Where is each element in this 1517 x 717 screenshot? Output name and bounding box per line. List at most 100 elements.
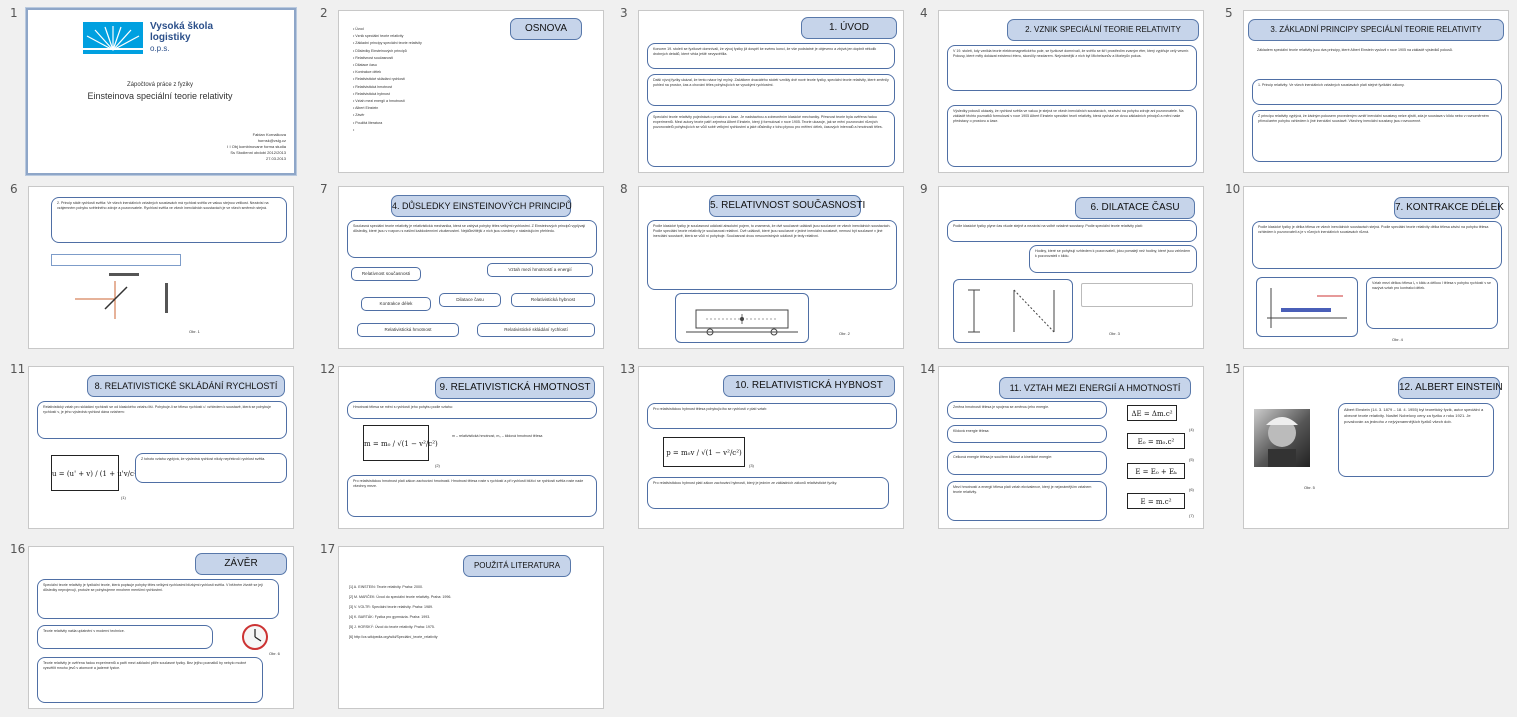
slide-canvas: 4. DŮSLEDKY EINSTEINOVÝCH PRINCIPŮ Souča… — [338, 186, 604, 349]
slide-thumb-8[interactable]: 8 5. RELATIVNOST SOUČASNOSTI Podle klasi… — [620, 182, 904, 350]
slide-canvas: Vysoká škola logistiky o.p.s. Zápočtová … — [25, 7, 297, 176]
text-box: Podle klasické fyziky je současnost udál… — [647, 220, 897, 290]
consequence-chip: Vztah mezi hmotností a energií — [487, 263, 593, 277]
portrait-photo — [1254, 409, 1310, 467]
slide-title: 11. VZTAH MEZI ENERGIÍ A HMOTNOSTÍ — [999, 377, 1191, 399]
consequence-chip: Kontrakce délek — [361, 297, 431, 311]
train-car-icon — [686, 309, 798, 336]
total-energy-formula: E = E₀ + Eₖ — [1127, 463, 1185, 479]
slide-canvas: 11. VZTAH MEZI ENERGIÍ A HMOTNOSTÍ Změna… — [938, 366, 1204, 529]
energy-mass-delta-formula: ΔE = Δm.c² — [1127, 405, 1177, 421]
slide-thumb-15[interactable]: 15 12. ALBERT EINSTEIN Albert Einstein (… — [1225, 362, 1509, 530]
clock-diagram — [953, 279, 1073, 343]
slide-thumb-17[interactable]: 17 POUŽITÁ LITERATURA [1] A. EINSTEIN: T… — [320, 542, 604, 710]
light-clock-icon — [968, 289, 1055, 333]
slide-number: 11 — [10, 362, 26, 376]
text-box: Podle klasické fyziky je délka tělesa ve… — [1252, 221, 1502, 269]
slide-canvas: 6. DILATACE ČASU Podle klasické fyziky p… — [938, 186, 1204, 349]
slide-canvas: 2. Princip stálé rychlosti světla: Ve vš… — [28, 186, 294, 349]
velocity-formula: u = (u' + v) / (1 + u'v/c²) — [51, 455, 140, 491]
rest-energy-formula: E₀ = m₀.c² — [1127, 433, 1185, 449]
slide-thumb-10[interactable]: 10 7. KONTRAKCE DÉLEK Podle klasické fyz… — [1225, 182, 1509, 350]
mirror-diagram-icon — [75, 273, 168, 319]
text-box: Současná speciální teorie relativity je … — [347, 220, 597, 258]
slide-number: 12 — [320, 362, 336, 376]
slide-thumb-5[interactable]: 5 3. ZÁKLADNÍ PRINCIPY SPECIÁLNÍ TEORIE … — [1225, 6, 1509, 174]
equation-number: (6) — [1189, 487, 1194, 492]
slide-thumb-7[interactable]: 7 4. DŮSLEDKY EINSTEINOVÝCH PRINCIPŮ Sou… — [320, 182, 604, 350]
slide-thumb-13[interactable]: 13 10. RELATIVISTICKÁ HYBNOST Pro relati… — [620, 362, 904, 530]
slide-thumb-11[interactable]: 11 8. RELATIVISTICKÉ SKLÁDÁNÍ RYCHLOSTÍ … — [10, 362, 294, 530]
contraction-diagram — [1256, 277, 1358, 337]
slide-number: 15 — [1225, 362, 1241, 376]
slide-number: 6 — [10, 182, 18, 196]
slide-number: 7 — [320, 182, 328, 196]
consequence-chip: Relativistické skládání rychlostí — [477, 323, 595, 337]
slide-thumb-9[interactable]: 9 6. DILATACE ČASU Podle klasické fyziky… — [920, 182, 1204, 350]
slide-thumb-4[interactable]: 4 2. VZNIK SPECIÁLNÍ TEORIE RELATIVITY V… — [920, 6, 1204, 174]
text-box: Hmotnost tělesa se mění s rychlostí jeho… — [347, 401, 597, 419]
slide-number: 9 — [920, 182, 928, 196]
slide-title: 10. RELATIVISTICKÁ HYBNOST — [723, 375, 895, 397]
slide-canvas: 2. VZNIK SPECIÁLNÍ TEORIE RELATIVITY V 1… — [938, 10, 1204, 173]
school-logo-icon — [83, 22, 143, 54]
text-box: Podle klasické fyziky plyne čas všude st… — [947, 220, 1197, 242]
consequence-chip: Relativistická hybnost — [511, 293, 595, 307]
text-box: m – relativistická hmotnost, m₀ – klidov… — [447, 431, 551, 455]
slide-thumb-2[interactable]: 2 OSNOVA Úvod Vznik speciální teorie rel… — [320, 6, 604, 174]
text-box: Pro relativistickou hmotnost platí zákon… — [347, 475, 597, 517]
slide-number: 4 — [920, 6, 928, 20]
slide-thumb-1[interactable]: 1 Vysoká škola logistiky o.p.s. Zápočtov… — [10, 6, 297, 176]
text-box: Klidová energie tělesa: — [947, 425, 1107, 443]
text-box: 2. Princip stálé rychlosti světla: Ve vš… — [51, 197, 287, 243]
slide-thumb-6[interactable]: 6 2. Princip stálé rychlosti světla: Ve … — [10, 182, 294, 350]
mass-formula: m = m₀ / √(1 − v²/c²) — [363, 425, 438, 461]
figure-caption: Obr. 4 — [1392, 337, 1403, 342]
momentum-formula: p = m₀v / √(1 − v²/c²) — [663, 437, 745, 467]
equation-number: (1) — [121, 495, 126, 500]
text-box: Albert Einstein (14. 3. 1879 – 18. 4. 19… — [1338, 403, 1494, 477]
consequence-chip: Dilatace času — [439, 293, 501, 307]
slide-number: 3 — [620, 6, 628, 20]
slide-title: 8. RELATIVISTICKÉ SKLÁDÁNÍ RYCHLOSTÍ — [87, 375, 285, 397]
einstein-portrait-icon — [1266, 417, 1298, 467]
school-name: Vysoká škola logistiky o.p.s. — [150, 21, 214, 53]
clock-icon — [242, 624, 268, 650]
slide-canvas: 9. RELATIVISTICKÁ HMOTNOST Hmotnost těle… — [338, 366, 604, 529]
slide-number: 5 — [1225, 6, 1233, 20]
consequence-chip: Relativnost současnosti — [351, 267, 421, 281]
figure-caption: Obr. 3 — [1109, 331, 1120, 336]
equation-number: (2) — [435, 463, 440, 468]
text-box: Z principu relativity vyplývá, že žádným… — [1252, 110, 1502, 162]
slide-canvas: ZÁVĚR Speciální teorie relativity je fyz… — [28, 546, 294, 709]
slide-title: 5. RELATIVNOST SOUČASNOSTI — [709, 195, 865, 217]
train-diagram — [675, 293, 809, 343]
text-box: Vztah mezi délkou tělesa l₀ v klidu a dé… — [1366, 277, 1498, 329]
text-box: Relativistický vztah pro skládání rychlo… — [37, 401, 287, 439]
text-box: Základem speciální teorie relativity jso… — [1252, 45, 1502, 77]
slide-canvas: OSNOVA Úvod Vznik speciální teorie relat… — [338, 10, 604, 173]
text-box: V 19. století, kdy vznikla teorie elektr… — [947, 45, 1197, 91]
figure-caption: Obr. 6 — [269, 651, 280, 656]
slide-heading: Zápočtová práce z fyziky — [126, 82, 194, 88]
slide-number: 8 — [620, 182, 628, 196]
text-box: Teorie relativity našla uplatnění v mode… — [37, 625, 213, 649]
text-box: Mezi hmotností a energií tělesa platí vz… — [947, 481, 1107, 521]
slide-thumb-16[interactable]: 16 ZÁVĚR Speciální teorie relativity je … — [10, 542, 294, 710]
text-box: Hodiny, které se pohybují vzhledem k poz… — [1029, 245, 1197, 273]
figure-caption: Obr. 1 — [189, 329, 200, 334]
formula-preview — [1081, 283, 1193, 307]
slide-thumb-3[interactable]: 3 1. ÚVOD Koncem 19. století se fyzikové… — [620, 6, 904, 174]
slide-title: POUŽITÁ LITERATURA — [463, 555, 571, 577]
text-box: Teorie relativity je ověřena řadou exper… — [37, 657, 263, 703]
slide-canvas: 12. ALBERT EINSTEIN Albert Einstein (14.… — [1243, 366, 1509, 529]
text-box: Změna hmotnosti tělesa je spojena se změ… — [947, 401, 1107, 419]
slide-canvas: 3. ZÁKLADNÍ PRINCIPY SPECIÁLNÍ TEORIE RE… — [1243, 10, 1509, 173]
text-box: 1. Princip relativity: Ve všech inerciál… — [1252, 79, 1502, 105]
outline-list: Úvod Vznik speciální teorie relativity Z… — [353, 26, 422, 134]
slide-subtitle: Einsteinova speciální teorie relativity — [87, 91, 233, 101]
slide-thumb-12[interactable]: 12 9. RELATIVISTICKÁ HMOTNOST Hmotnost t… — [320, 362, 604, 530]
consequence-chip: Relativistická hmotnost — [357, 323, 459, 337]
slide-thumb-14[interactable]: 14 11. VZTAH MEZI ENERGIÍ A HMOTNOSTÍ Zm… — [920, 362, 1204, 530]
slide-canvas: POUŽITÁ LITERATURA [1] A. EINSTEIN: Teor… — [338, 546, 604, 709]
